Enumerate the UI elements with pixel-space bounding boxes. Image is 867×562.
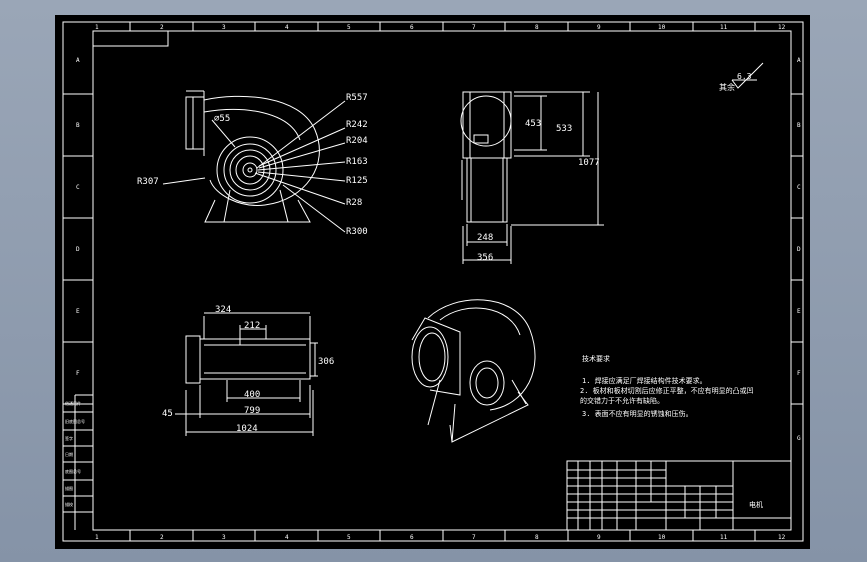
left-strip-table	[63, 394, 93, 530]
dim-r204: R204	[346, 136, 368, 146]
svg-text:D: D	[76, 246, 80, 253]
outer-border	[62, 21, 804, 542]
svg-text:1. 焊接应满足厂焊接结构件技术要求。: 1. 焊接应满足厂焊接结构件技术要求。	[582, 376, 707, 385]
svg-text:B: B	[76, 122, 80, 129]
svg-text:日期: 日期	[65, 451, 73, 457]
svg-text:底图总号: 底图总号	[65, 468, 81, 474]
dim-400: 400	[244, 390, 260, 400]
svg-text:10: 10	[658, 534, 666, 541]
svg-text:描图: 描图	[65, 485, 73, 491]
top-view-dims: 324 212 306 400 799 45 1024	[162, 305, 334, 434]
inner-border	[92, 30, 792, 531]
svg-text:3: 3	[222, 534, 226, 541]
roughness-symbol	[731, 62, 764, 89]
title-block	[566, 460, 792, 531]
svg-text:D: D	[797, 246, 801, 253]
svg-text:F: F	[76, 370, 80, 377]
svg-text:E: E	[797, 308, 801, 315]
svg-text:G: G	[797, 435, 801, 442]
svg-text:B: B	[797, 122, 801, 129]
svg-text:4: 4	[285, 24, 289, 31]
side-view	[460, 91, 604, 264]
svg-text:9: 9	[597, 24, 601, 31]
svg-text:8: 8	[535, 24, 539, 31]
svg-text:A: A	[797, 57, 801, 64]
tech-item-2: 2. 板材和板材切割后应修正平整，不应有明显的凸或凹的交错力于不允许有缺陷。	[580, 387, 754, 405]
svg-text:12: 12	[778, 534, 786, 541]
dim-356: 356	[477, 253, 493, 263]
svg-text:其余: 其余	[719, 82, 735, 92]
top-view	[175, 312, 318, 436]
dim-r557: R557	[346, 93, 368, 103]
svg-text:7: 7	[472, 24, 476, 31]
svg-text:描校: 描校	[65, 501, 73, 507]
svg-text:1: 1	[95, 534, 99, 541]
dim-212: 212	[244, 321, 260, 331]
left-strip-labels: 借通用件 旧底图总号 签字 日期 底图总号 描图 描校	[65, 400, 85, 507]
svg-text:11: 11	[720, 534, 728, 541]
svg-text:借通用件: 借通用件	[65, 400, 81, 406]
svg-text:3: 3	[222, 24, 226, 31]
svg-text:6.3: 6.3	[737, 72, 752, 81]
dim-248: 248	[477, 233, 493, 243]
svg-text:6: 6	[410, 24, 414, 31]
dim-1024: 1024	[236, 424, 258, 434]
svg-text:10: 10	[658, 24, 666, 31]
svg-text:5: 5	[347, 24, 351, 31]
svg-text:6: 6	[410, 534, 414, 541]
svg-text:A: A	[76, 57, 80, 64]
svg-text:5: 5	[347, 534, 351, 541]
dim-1077: 1077	[578, 158, 600, 168]
svg-text:8: 8	[535, 534, 539, 541]
svg-text:11: 11	[720, 24, 728, 31]
dim-r307: R307	[137, 177, 159, 187]
svg-text:9: 9	[597, 534, 601, 541]
front-view-dims: R557 R242 R204 R163 R125 R28 R300 R307 ⌀…	[137, 93, 368, 237]
svg-text:1: 1	[95, 24, 99, 31]
dim-r163: R163	[346, 157, 368, 167]
svg-text:4: 4	[285, 534, 289, 541]
isometric-view	[411, 299, 536, 443]
svg-text:12: 12	[778, 24, 786, 31]
svg-text:旧底图总号: 旧底图总号	[65, 418, 85, 424]
dim-r28: R28	[346, 198, 362, 208]
svg-text:2: 2	[160, 24, 164, 31]
svg-text:2: 2	[160, 534, 164, 541]
drawing-sheet	[55, 15, 810, 549]
title-block-text: 电机	[749, 500, 763, 509]
tech-requirements: 技术要求 1. 焊接应满足厂焊接结构件技术要求。 2. 板材和板材切割后应修正平…	[580, 354, 754, 418]
front-view	[162, 90, 346, 233]
svg-text:C: C	[76, 184, 80, 191]
top-left-box	[92, 30, 169, 47]
roughness-note: 其余 6.3	[719, 72, 752, 92]
svg-text:签字: 签字	[65, 435, 73, 441]
tech-title: 技术要求	[582, 354, 610, 363]
dim-324: 324	[215, 305, 231, 315]
dim-r125: R125	[346, 176, 368, 186]
ruler-labels: 1 2 3 4 5 6 7 8 9 10 11 12 1 2 3 4 5 6 7…	[76, 24, 801, 541]
dim-799: 799	[244, 406, 260, 416]
part-name: 电机	[749, 500, 763, 509]
svg-text:E: E	[76, 308, 80, 315]
dim-r300: R300	[346, 227, 368, 237]
svg-text:3. 表面不应有明显的锈蚀和压伤。: 3. 表面不应有明显的锈蚀和压伤。	[582, 409, 693, 418]
svg-text:7: 7	[472, 534, 476, 541]
svg-text:F: F	[797, 370, 801, 377]
dim-453: 453	[525, 119, 541, 129]
side-view-dims: 453 533 1077 248 356	[477, 119, 600, 263]
svg-text:C: C	[797, 184, 801, 191]
ruler-ticks	[63, 22, 803, 541]
dim-dia55: ⌀55	[214, 114, 230, 124]
dim-r242: R242	[346, 120, 368, 130]
dim-533: 533	[556, 124, 572, 134]
dim-45: 45	[162, 409, 173, 419]
dim-306: 306	[318, 357, 334, 367]
